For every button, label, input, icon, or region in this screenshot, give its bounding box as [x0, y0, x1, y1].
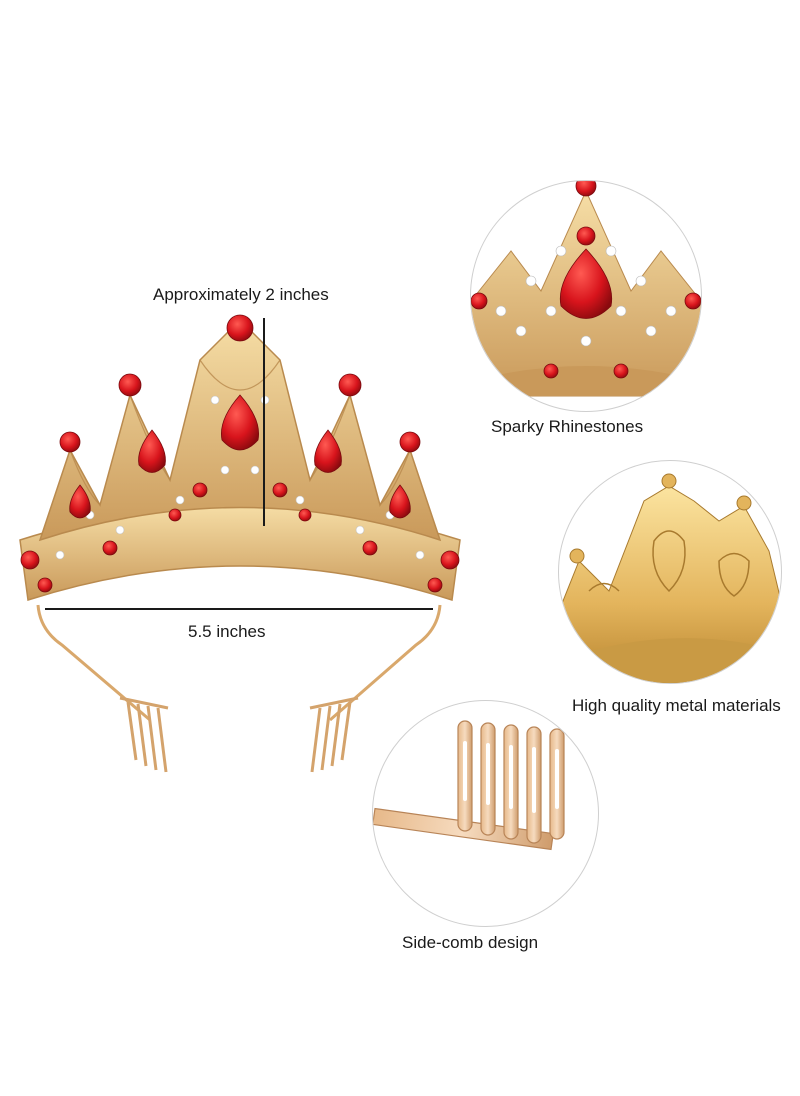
width-measure-line [45, 608, 433, 610]
rhinestone-closeup-icon [471, 181, 701, 397]
detail-circle-rhinestones [470, 180, 702, 412]
detail-label-metal: High quality metal materials [572, 696, 781, 715]
tiara-icon [19, 314, 461, 773]
detail-circle-side-comb [372, 700, 599, 927]
height-measure-line [263, 318, 265, 526]
detail-label-side-comb: Side-comb design [402, 933, 539, 952]
side-comb-closeup-icon [373, 720, 565, 851]
metal-filigree-closeup-icon [559, 473, 781, 683]
height-label: Approximately 2 inches [153, 285, 329, 304]
detail-circle-metal [558, 460, 782, 684]
width-label: 5.5 inches [188, 622, 266, 641]
tiara-illustration [0, 300, 480, 800]
detail-label-rhinestones: Sparky Rhinestones [491, 417, 644, 436]
